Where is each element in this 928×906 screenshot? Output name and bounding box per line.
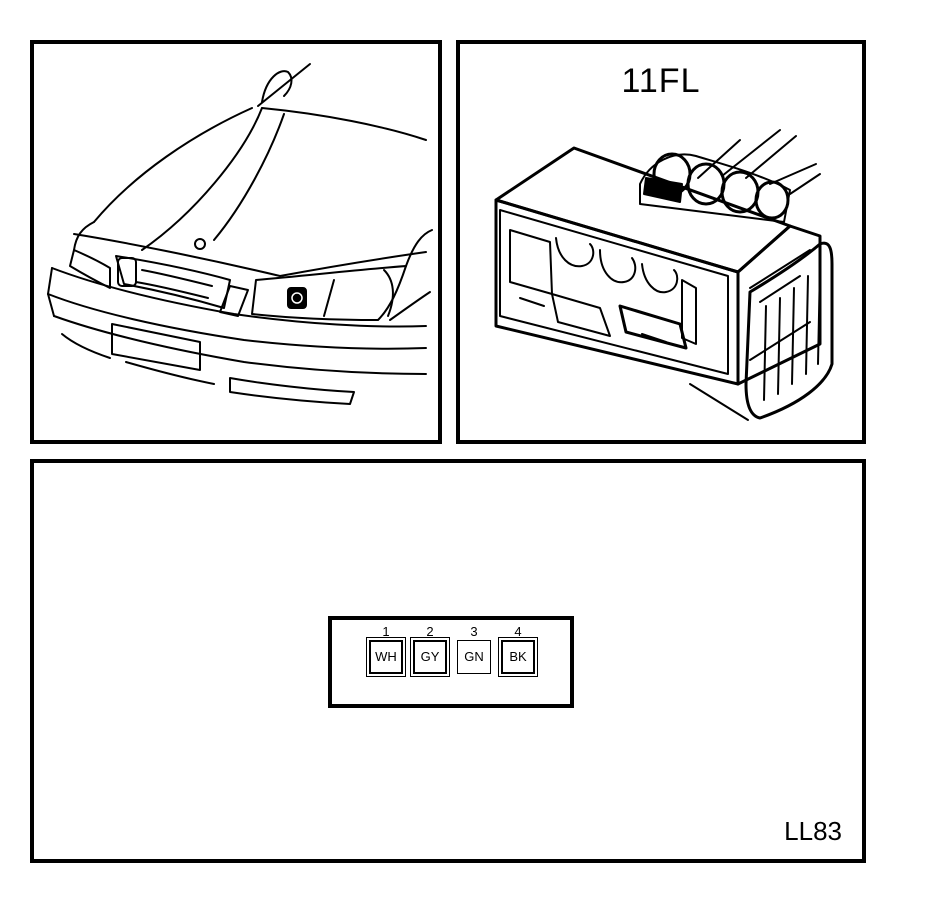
pin-1: 1 WH bbox=[366, 624, 406, 674]
pin-wire-color: WH bbox=[369, 640, 403, 674]
connector-title: 11FL bbox=[621, 62, 701, 100]
pin-wire-color: BK bbox=[501, 640, 535, 674]
connector-view-panel: 11FL bbox=[456, 40, 866, 444]
figure-code: LL83 bbox=[784, 816, 842, 846]
pin-layout-panel: 1 WH 2 GY 3 GN 4 BK LL83 bbox=[30, 459, 866, 863]
connector-face: 1 WH 2 GY 3 GN 4 BK bbox=[328, 616, 574, 708]
pin-number: 3 bbox=[470, 624, 478, 639]
pin-2: 2 GY bbox=[410, 624, 450, 674]
pin-4: 4 BK bbox=[498, 624, 538, 674]
pin-3: 3 GN bbox=[454, 624, 494, 674]
pin-number: 2 bbox=[426, 624, 434, 639]
pin-number: 4 bbox=[514, 624, 522, 639]
car-location-panel bbox=[30, 40, 442, 444]
connector-illustration bbox=[494, 129, 834, 421]
pin-wire-color: GY bbox=[413, 640, 447, 674]
pin-wire-color: GN bbox=[457, 640, 491, 674]
car-front-illustration bbox=[47, 63, 433, 405]
pin-number: 1 bbox=[382, 624, 390, 639]
